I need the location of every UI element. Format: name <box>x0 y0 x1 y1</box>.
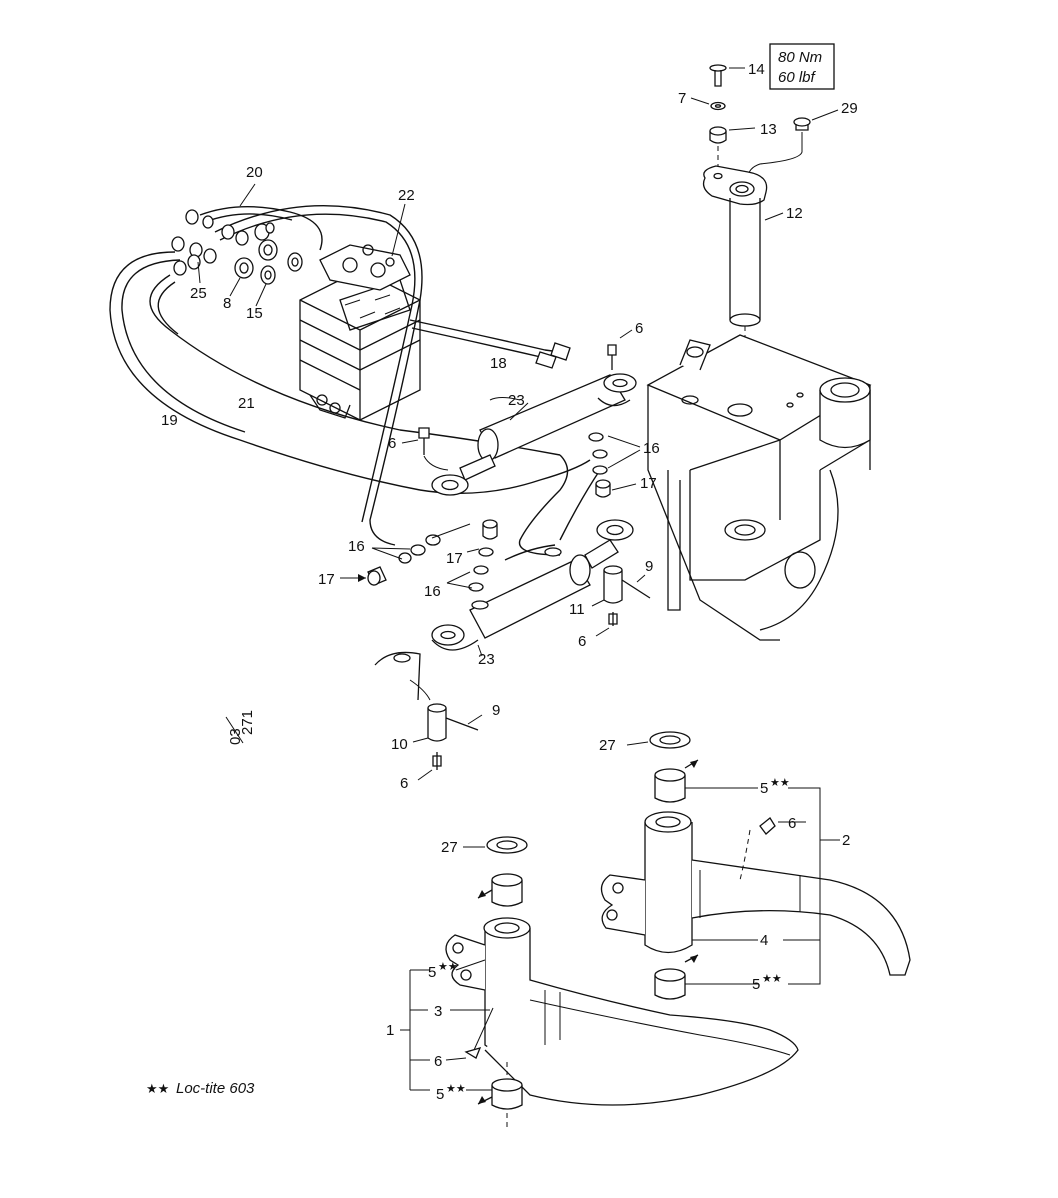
callout-11: 11 <box>569 601 585 618</box>
cap-13 <box>709 126 756 170</box>
footnote-stars: ★★ <box>146 1081 169 1096</box>
callout-6-middle: 6 <box>578 633 586 650</box>
callout-8: 8 <box>223 295 231 312</box>
callout-22: 22 <box>398 187 415 204</box>
callout-12: 12 <box>786 205 803 222</box>
seal-bolt-set-middle <box>446 519 556 592</box>
callout-13: 13 <box>760 121 777 138</box>
pivot-pin-12 <box>702 165 784 410</box>
torque-nm-text: 80 Nm <box>778 49 822 66</box>
control-valve-22 <box>299 203 421 421</box>
pin-10 <box>374 651 483 781</box>
footnote-loctite: ★★ Loc-tite 603 <box>146 1080 255 1097</box>
callout-7: 7 <box>678 90 686 107</box>
drawing-ref-top: 03 <box>227 728 244 745</box>
callout-16-right: 16 <box>643 440 660 457</box>
chassis-frame <box>646 334 872 641</box>
callout-5-number: 5 <box>436 1086 444 1103</box>
callout-labels: 14 7 13 29 12 20 22 25 8 15 6 18 23 21 1… <box>161 61 858 1103</box>
callout-9-upper: 9 <box>645 558 653 575</box>
callout-17-middle: 17 <box>446 550 463 567</box>
callout-1: 1 <box>386 1022 394 1039</box>
cylinder-23-lower <box>431 519 634 657</box>
drawing-ref-bottom: 271 <box>239 710 256 735</box>
callout-5-number: 5 <box>428 964 436 981</box>
callout-16-middle: 16 <box>424 583 441 600</box>
cylinder-23-upper <box>401 329 637 496</box>
torque-lbf-text: 60 lbf <box>778 69 817 86</box>
callout-17-right: 17 <box>640 475 657 492</box>
callout-9-lower: 9 <box>492 702 500 719</box>
callout-2: 2 <box>842 832 850 849</box>
drawing-reference: 03 271 <box>225 710 256 745</box>
star-mark: ★★ <box>446 1083 466 1095</box>
callout-5-number: 5 <box>752 976 760 993</box>
callout-4: 4 <box>760 932 768 949</box>
star-mark: ★★ <box>770 777 790 789</box>
callout-6-top: 6 <box>635 320 643 337</box>
callout-23-upper: 23 <box>508 392 525 409</box>
torque-spec-box: 80 Nm 60 lbf <box>769 43 835 90</box>
callout-5-left-top: 5 ★★ <box>428 961 458 981</box>
callout-27-right: 27 <box>599 737 616 754</box>
callout-10: 10 <box>391 736 408 753</box>
callout-3: 3 <box>434 1003 442 1020</box>
callout-16-left: 16 <box>348 538 365 555</box>
bolt-14 <box>709 64 745 87</box>
callout-27-left: 27 <box>441 839 458 856</box>
star-mark: ★★ <box>762 973 782 985</box>
callout-5-number: 5 <box>760 780 768 797</box>
callout-21: 21 <box>238 395 255 412</box>
callout-6-left: 6 <box>388 435 396 452</box>
callout-5-right-top: 5 ★★ <box>760 777 790 797</box>
callout-20: 20 <box>246 164 263 181</box>
callout-29: 29 <box>841 100 858 117</box>
callout-6-arm-left: 6 <box>434 1053 442 1070</box>
seal-bolt-set-right <box>588 432 641 498</box>
callout-19: 19 <box>161 412 178 429</box>
callout-14: 14 <box>748 61 765 78</box>
arm-assembly-1 <box>400 836 799 1130</box>
callout-17-left: 17 <box>318 571 335 588</box>
callout-5-left-bottom: 5 ★★ <box>436 1083 466 1103</box>
fittings-cluster <box>171 183 303 307</box>
callout-15: 15 <box>246 305 263 322</box>
callout-23-lower: 23 <box>478 651 495 668</box>
callout-18: 18 <box>490 355 507 372</box>
callout-5-right-bottom: 5 ★★ <box>752 973 782 993</box>
callout-6-arm: 6 <box>788 815 796 832</box>
pin-11 <box>591 565 651 637</box>
arm-assembly-2 <box>600 731 911 1000</box>
seal-bolt-set-left <box>340 523 471 586</box>
callout-25: 25 <box>190 285 207 302</box>
callout-6-lower: 6 <box>400 775 408 792</box>
washer-7 <box>690 97 726 111</box>
footnote-text: Loc-tite 603 <box>176 1080 255 1097</box>
star-mark: ★★ <box>438 961 458 973</box>
